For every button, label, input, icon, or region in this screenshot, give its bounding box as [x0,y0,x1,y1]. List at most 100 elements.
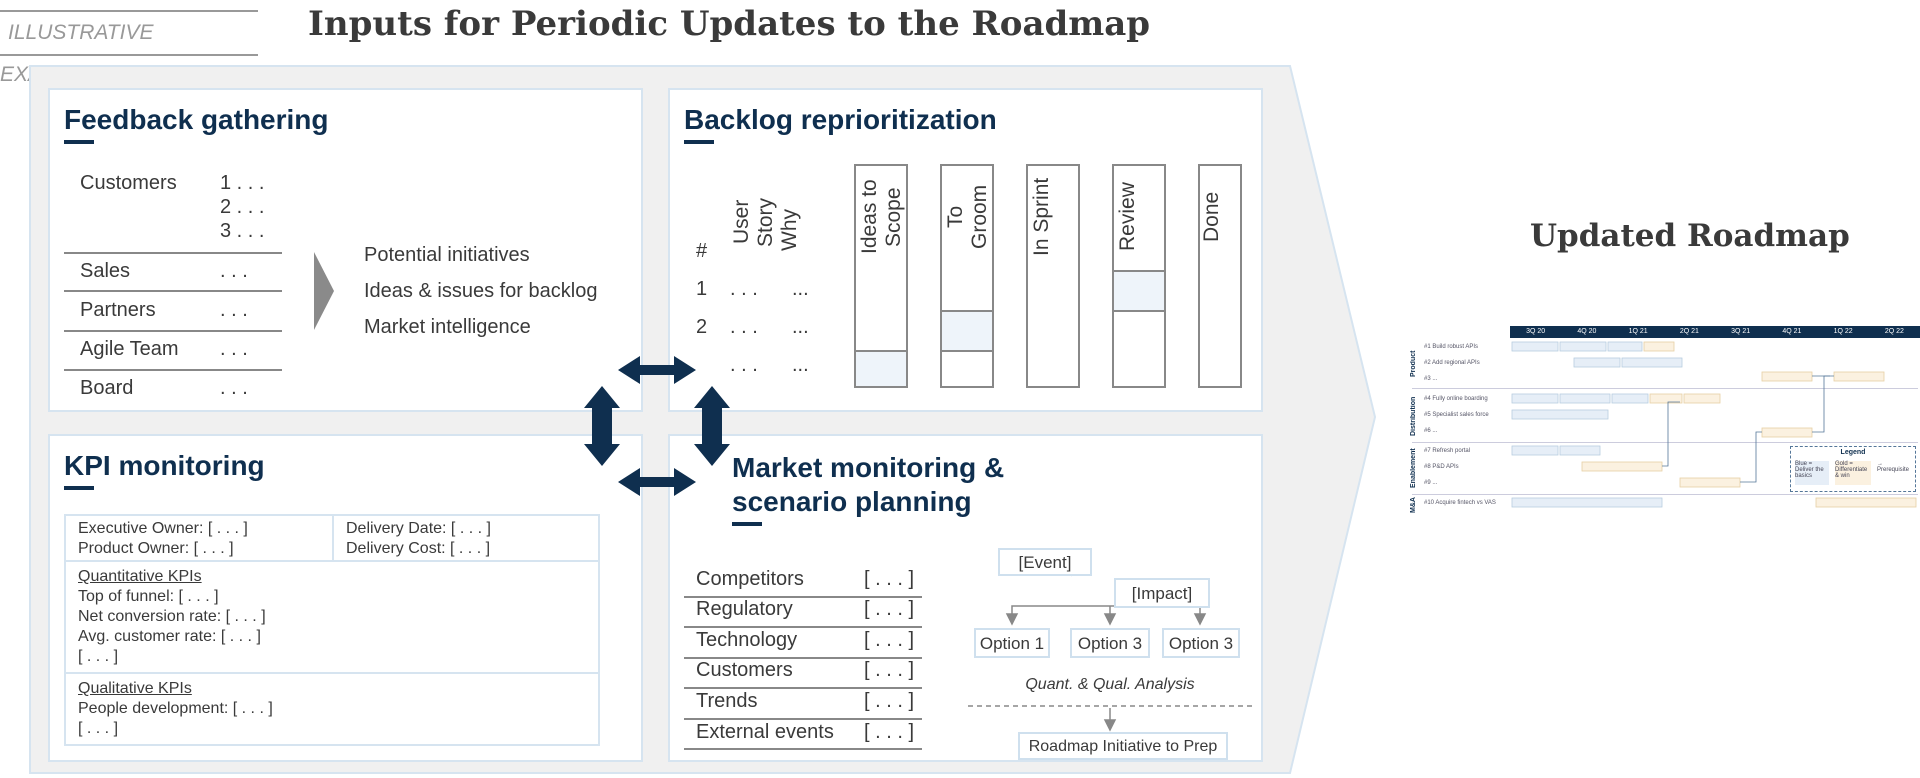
quarter-label: 3Q 21 [1731,328,1751,335]
kanban-column-ideas-to-scope: Ideas to Scope [854,164,908,388]
partners-label: Partners [80,299,156,321]
roadmap-row-label: #5 Specialist sales force [1424,412,1489,418]
market-row-label: Trends [696,690,758,712]
delivery-date: Delivery Date: [ . . . ] [346,520,491,537]
kpi-title: KPI monitoring [64,450,265,481]
kanban-column-to-groom: To Groom [940,164,994,388]
delivery-cost: Delivery Cost: [ . . . ] [346,540,491,557]
divider [684,596,922,598]
kanban-card [942,350,992,386]
roadmap-row-label: #4 Fully online boarding [1424,396,1488,402]
divider [64,252,282,254]
quantitative-kpis-box: Quantitative KPIs Top of funnel: [ . . .… [64,560,600,674]
title-underline [684,140,714,144]
quarter-label: 1Q 22 [1833,328,1853,335]
market-row-value: [ . . . ] [864,690,915,712]
kpi-item: Net conversion rate: [ . . . ] [78,608,266,625]
customers-item-2: 2 . . . [220,196,265,218]
sales-value: . . . [220,260,248,282]
quarter-label: 1Q 21 [1628,328,1648,335]
agile-team-label: Agile Team [80,338,179,360]
kanban-card [1114,310,1164,312]
market-monitoring-panel: Market monitoring & scenario planning Co… [668,434,1263,762]
group-divider [1412,388,1918,389]
event-box: [Event] [998,548,1092,576]
market-row-value: [ . . . ] [864,629,915,651]
legend-item-gold: Gold = Differentiate & win [1835,461,1871,485]
sales-label: Sales [80,260,131,282]
divider [684,626,922,628]
roadmap-quarter-header: 3Q 20 4Q 20 1Q 21 2Q 21 3Q 21 4Q 21 1Q 2… [1510,326,1920,338]
kpi-item: People development: [ . . . ] [78,700,273,717]
product-owner: Product Owner: [ . . . ] [78,540,234,557]
quarter-label: 4Q 21 [1782,328,1802,335]
roadmap-row-label: #1 Build robust APIs [1424,344,1479,350]
kanban-label: Ideas to Scope [858,179,905,255]
kanban-label: In Sprint [1030,177,1053,257]
customers-item-3: 3 . . . [220,220,265,242]
delivery-box: Delivery Date: [ . . . ] Delivery Cost: … [332,514,600,562]
group-divider [1412,442,1918,443]
quarter-label: 2Q 22 [1884,328,1904,335]
kanban-label: Review [1116,182,1139,252]
legend-item-prerequisite: → Prerequisite [1877,461,1910,473]
roadmap-thumbnail: 3Q 20 4Q 20 1Q 21 2Q 21 3Q 21 4Q 21 1Q 2… [1410,324,1920,514]
col-header-user-story: User Story [730,197,777,247]
market-title-line1: Market monitoring & [732,452,1005,483]
kanban-card [942,310,992,350]
market-title-line2: scenario planning [732,486,972,517]
divider [684,657,922,659]
title-underline [732,522,762,526]
backlog-row-why: ... [792,316,809,338]
roadmap-legend: Legend Blue = Deliver the basics Gold = … [1790,446,1916,492]
qualitative-kpis-box: Qualitative KPIs People development: [ .… [64,672,600,746]
divider [64,369,282,371]
impact-box: [Impact] [1114,578,1210,608]
backlog-row-story: . . . [730,278,758,300]
title-underline [64,140,94,144]
quantitative-kpis-title: Quantitative KPIs [78,568,202,585]
kpi-item: Avg. customer rate: [ . . . ] [78,628,261,645]
quarter-label: 2Q 21 [1679,328,1699,335]
roadmap-row-label: #2 Add regional APIs [1424,360,1480,366]
feedback-gathering-panel: Feedback gathering Customers 1 . . . 2 .… [48,88,643,412]
market-row-label: External events [696,721,834,743]
market-row-label: Customers [696,659,793,681]
group-divider [1412,494,1918,495]
board-label: Board [80,377,134,399]
option-box: Option 1 [974,628,1050,658]
roadmap-row-label: #7 Refresh portal [1424,448,1471,454]
analysis-label: Quant. & Qual. Analysis [1025,676,1195,693]
roadmap-row-label: #3 ... [1424,376,1438,382]
backlog-panel: Backlog reprioritization # User Story Wh… [668,88,1263,412]
kanban-label: Done [1200,191,1223,243]
kanban-column-in-sprint: In Sprint [1026,164,1080,388]
divider [684,687,922,689]
quarter-label: 3Q 20 [1526,328,1546,335]
customers-label: Customers [80,172,177,194]
quarter-label: 4Q 20 [1577,328,1597,335]
backlog-row-num: 2 [696,316,708,338]
market-row-label: Competitors [696,568,804,590]
kanban-column-review: Review [1112,164,1166,388]
kpi-item: [ . . . ] [78,720,119,737]
backlog-row-num: 1 [696,278,708,300]
kanban-card [856,350,906,386]
legend-title: Legend [1840,449,1866,456]
output-potential-initiatives: Potential initiatives [364,244,530,266]
board-value: . . . [220,377,248,399]
option-box: Option 3 [1162,628,1240,658]
backlog-row-why: ... [792,278,809,300]
customers-item-1: 1 . . . [220,172,265,194]
triangle-arrow-icon [314,252,334,330]
roadmap-row-label: #8 P&D APIs [1424,464,1459,470]
backlog-title: Backlog reprioritization [684,104,997,135]
market-row-value: [ . . . ] [864,721,915,743]
qualitative-kpis-title: Qualitative KPIs [78,680,192,697]
divider [684,718,922,720]
page-title: Inputs for Periodic Updates to the Roadm… [308,4,1151,44]
market-row-label: Technology [696,629,798,651]
roadmap-row-label: #10 Acquire fintech vs VAS [1424,500,1496,506]
agile-team-value: . . . [220,338,248,360]
backlog-row-why: ... [792,354,809,376]
